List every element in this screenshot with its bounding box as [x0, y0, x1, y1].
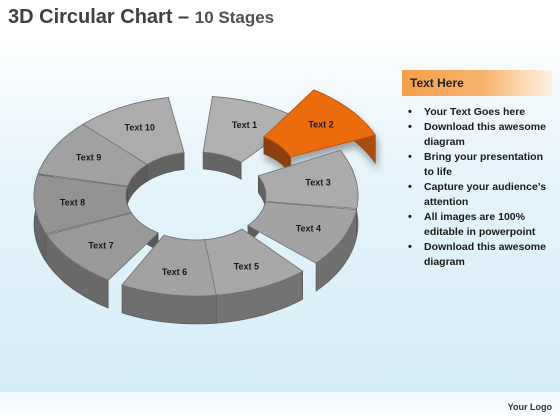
- ring-segment: [33, 174, 132, 235]
- stage-label: Text 2: [308, 120, 333, 130]
- ring-segment: [121, 234, 217, 297]
- footer-bar: [0, 392, 560, 420]
- stage-label: Text 4: [296, 224, 321, 234]
- page-title: 3D Circular Chart – 10 Stages: [8, 6, 274, 29]
- stage-label: Text 5: [234, 261, 259, 271]
- stage-label: Text 10: [125, 122, 155, 132]
- stage-label: Text 8: [60, 198, 85, 208]
- ring-segment: [46, 212, 159, 281]
- bullet-item: Your Text Goes here: [402, 105, 552, 120]
- stage-label: Text 7: [88, 241, 113, 251]
- logo-text: Your Logo: [507, 402, 552, 412]
- panel-header: Text Here: [402, 70, 552, 96]
- stage-label: Text 9: [76, 153, 101, 163]
- ring-segment: [257, 149, 359, 209]
- bullet-item: Download this awesome diagram: [402, 240, 552, 270]
- stage-label: Text 3: [305, 178, 330, 188]
- bullet-item: Bring your presentation to life: [402, 150, 552, 180]
- ring-segment: [247, 201, 357, 264]
- bullet-item: Capture your audience’s attention: [402, 180, 552, 210]
- info-panel: Text Here Your Text Goes here Download t…: [402, 70, 552, 270]
- bullet-item: All images are 100% editable in powerpoi…: [402, 210, 552, 240]
- ring-segment: [82, 97, 185, 165]
- circular-chart: Text 2 Text 1 Text 3 Text 4 Text 5 Text 6 Tex…: [33, 89, 376, 325]
- ring-segment: [203, 228, 304, 296]
- bullet-item: Download this awesome diagram: [402, 120, 552, 150]
- bullet-list: Your Text Goes here Download this awesom…: [402, 105, 552, 270]
- title-main: 3D Circular Chart: [8, 6, 173, 28]
- ring-segment: Text 2: [263, 89, 376, 175]
- stage-label: Text 6: [162, 267, 187, 277]
- title-dash: –: [172, 6, 195, 28]
- title-subtitle: 10 Stages: [194, 8, 275, 27]
- ring-segment: [37, 122, 150, 187]
- stage-label: Text 1: [232, 120, 257, 130]
